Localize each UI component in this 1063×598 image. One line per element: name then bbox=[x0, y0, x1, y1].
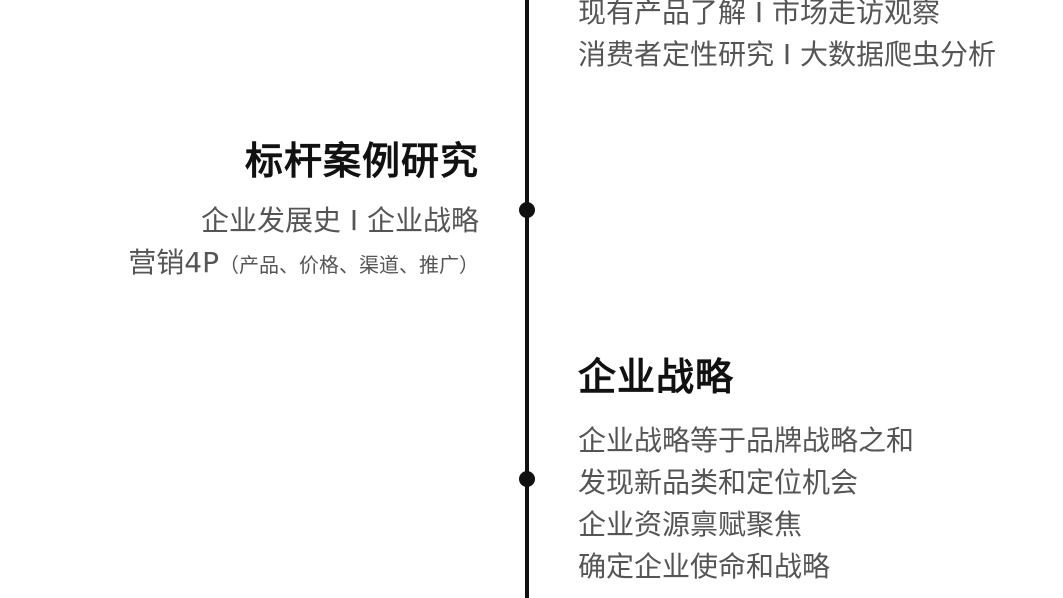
corporate-strategy-title: 企业战略 bbox=[578, 355, 735, 399]
research-methods-block: 现有产品了解 I 市场走访观察 消费者定性研究 I 大数据爬虫分析 bbox=[578, 0, 996, 76]
timeline-node-strategy bbox=[519, 471, 535, 487]
research-methods-line-2: 消费者定性研究 I 大数据爬虫分析 bbox=[578, 38, 997, 71]
research-methods-line-1: 现有产品了解 I 市场走访观察 bbox=[578, 0, 941, 29]
marketing-4p-label: 营销4P bbox=[128, 246, 219, 279]
corporate-strategy-line-1: 企业战略等于品牌战略之和 bbox=[578, 424, 915, 457]
corporate-strategy-block: 企业战略 企业战略等于品牌战略之和 发现新品类和定位机会 企业资源禀赋聚焦 确定… bbox=[578, 354, 914, 588]
corporate-strategy-line-3: 企业资源禀赋聚焦 bbox=[578, 508, 803, 541]
benchmark-case-block: 标杆案例研究 企业发展史 I 企业战略 营销4P（产品、价格、渠道、推广） bbox=[128, 138, 479, 286]
benchmark-case-line-2: 营销4P（产品、价格、渠道、推广） bbox=[128, 242, 479, 286]
timeline-axis bbox=[525, 0, 529, 598]
benchmark-case-title: 标杆案例研究 bbox=[244, 139, 479, 183]
marketing-4p-note: （产品、价格、渠道、推广） bbox=[219, 253, 479, 277]
corporate-strategy-line-2: 发现新品类和定位机会 bbox=[578, 466, 859, 499]
timeline-node-benchmark bbox=[519, 202, 535, 218]
corporate-strategy-line-4: 确定企业使命和战略 bbox=[578, 550, 831, 583]
benchmark-case-line-1: 企业发展史 I 企业战略 bbox=[200, 204, 479, 237]
